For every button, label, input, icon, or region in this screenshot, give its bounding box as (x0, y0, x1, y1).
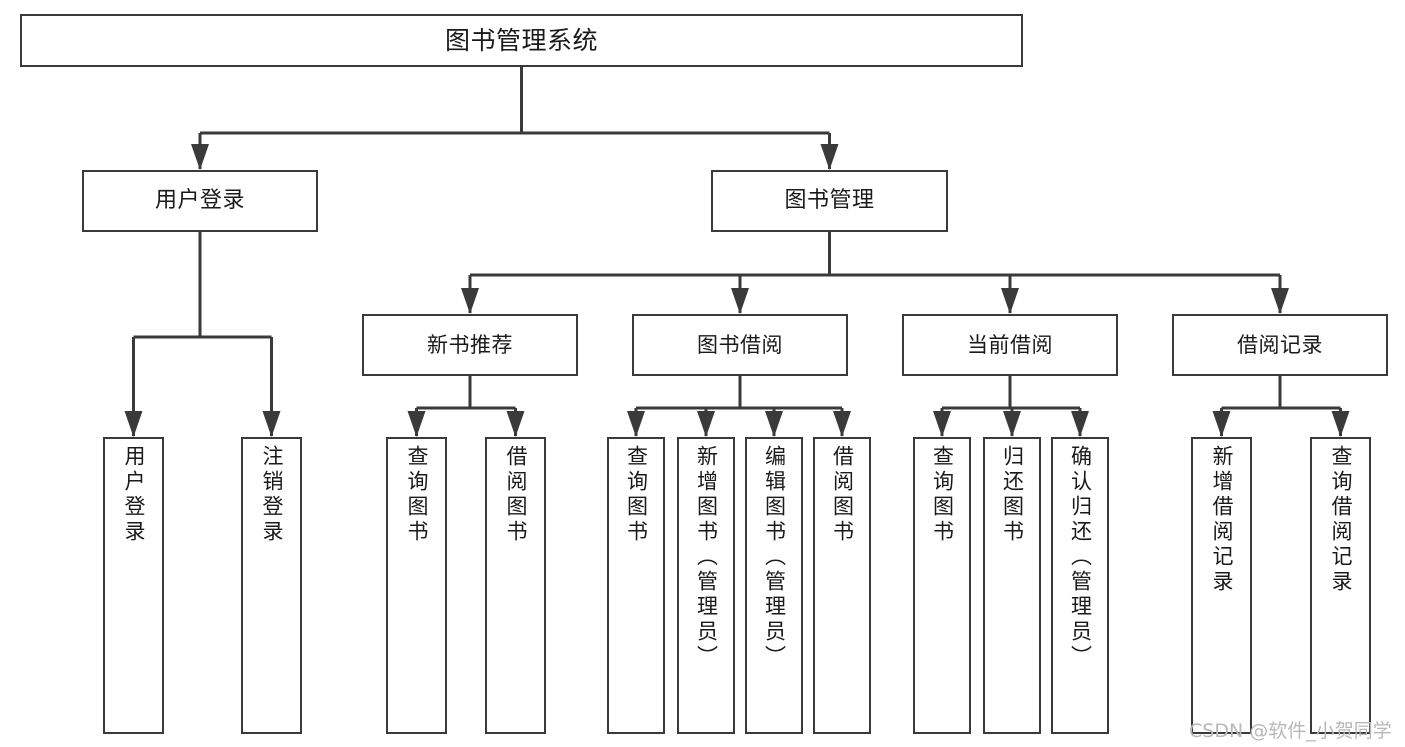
node-leaf-add-book-label: 新增图书（管理员） (694, 445, 719, 670)
node-leaf-return-book[interactable]: 归还图书 (983, 437, 1041, 734)
node-leaf-user-login-label: 用户登录 (122, 445, 146, 545)
node-leaf-borrow-book-2-label: 借阅图书 (830, 445, 855, 545)
node-leaf-borrow-book-1[interactable]: 借阅图书 (485, 437, 546, 734)
node-leaf-confirm-return-label: 确认归还（管理员） (1068, 445, 1093, 670)
node-leaf-return-book-label: 归还图书 (1000, 445, 1025, 545)
node-leaf-query-record-label: 查询借阅记录 (1329, 445, 1353, 595)
node-book-borrow[interactable]: 图书借阅 (632, 314, 848, 376)
node-leaf-add-book[interactable]: 新增图书（管理员） (677, 437, 735, 734)
node-leaf-add-record-label: 新增借阅记录 (1210, 445, 1234, 595)
node-book-manage-label: 图书管理 (784, 188, 875, 214)
node-new-book-recommend-label: 新书推荐 (427, 332, 513, 357)
node-leaf-user-login[interactable]: 用户登录 (103, 437, 164, 734)
node-leaf-confirm-return[interactable]: 确认归还（管理员） (1051, 437, 1109, 734)
node-leaf-query-book-3-label: 查询图书 (930, 445, 955, 545)
node-leaf-borrow-book-1-label: 借阅图书 (504, 445, 528, 545)
node-book-borrow-label: 图书借阅 (697, 332, 783, 357)
watermark: CSDN @软件_小贺同学 (1189, 720, 1392, 742)
node-leaf-borrow-book-2[interactable]: 借阅图书 (813, 437, 871, 734)
node-user-login[interactable]: 用户登录 (82, 170, 318, 232)
node-new-book-recommend[interactable]: 新书推荐 (362, 314, 578, 376)
node-root-label: 图书管理系统 (444, 25, 598, 55)
node-leaf-logout[interactable]: 注销登录 (241, 437, 302, 734)
node-leaf-query-book-2-label: 查询图书 (624, 445, 649, 545)
node-leaf-logout-label: 注销登录 (260, 445, 284, 545)
node-leaf-query-book-1-label: 查询图书 (405, 445, 429, 545)
node-leaf-edit-book-label: 编辑图书（管理员） (762, 445, 787, 670)
node-borrow-record-label: 借阅记录 (1237, 332, 1323, 357)
node-book-manage[interactable]: 图书管理 (711, 170, 948, 232)
node-leaf-query-book-3[interactable]: 查询图书 (913, 437, 971, 734)
node-current-borrow[interactable]: 当前借阅 (902, 314, 1118, 376)
node-leaf-query-record[interactable]: 查询借阅记录 (1310, 437, 1371, 734)
node-leaf-edit-book[interactable]: 编辑图书（管理员） (745, 437, 803, 734)
node-leaf-add-record[interactable]: 新增借阅记录 (1191, 437, 1252, 734)
node-root[interactable]: 图书管理系统 (20, 14, 1023, 67)
node-user-login-label: 用户登录 (154, 188, 245, 214)
node-borrow-record[interactable]: 借阅记录 (1172, 314, 1388, 376)
node-current-borrow-label: 当前借阅 (967, 332, 1053, 357)
node-leaf-query-book-2[interactable]: 查询图书 (607, 437, 665, 734)
node-leaf-query-book-1[interactable]: 查询图书 (386, 437, 447, 734)
